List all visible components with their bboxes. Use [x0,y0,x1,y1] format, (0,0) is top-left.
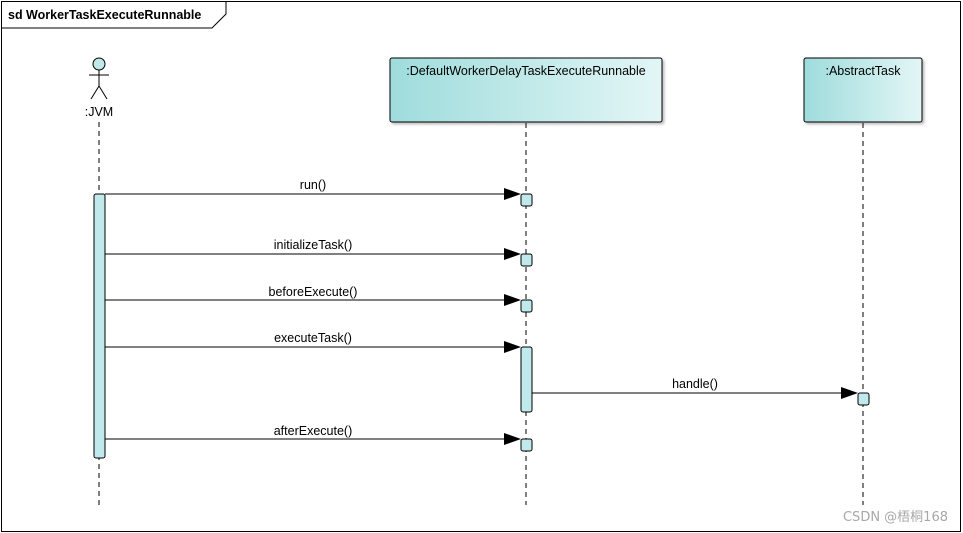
activation-handle [857,392,870,406]
activation-initialize [520,253,533,267]
activation-after [520,438,533,452]
actor-label: :JVM [85,105,113,119]
watermark: CSDN @梧桐168 [843,510,948,525]
message-label-execute-task: executeTask() [274,331,352,345]
lifeline-head-abstract[interactable]: :AbstractTask [803,57,923,123]
lifeline-label-abstract: :AbstractTask [825,64,901,78]
activation-before [520,299,533,313]
message-label-run: run() [300,178,326,192]
activation-execute [520,346,533,413]
message-label-initialize-task: initializeTask() [274,238,353,252]
message-handle[interactable]: handle() [532,377,858,399]
arrowhead-icon [504,341,521,353]
message-before-execute[interactable]: beforeExecute() [105,285,521,306]
frame-title: sd WorkerTaskExecuteRunnable [8,8,201,22]
arrowhead-icon [504,248,521,260]
lifeline-head-delay[interactable]: :DefaultWorkerDelayTaskExecuteRunnable [389,57,663,123]
activation-jvm [93,193,106,459]
message-after-execute[interactable]: afterExecute() [105,424,521,445]
actor-jvm[interactable] [89,57,109,100]
arrowhead-icon [504,294,521,306]
activation-run [520,193,533,207]
message-label-after-execute: afterExecute() [274,424,353,438]
arrowhead-icon [504,188,521,200]
message-initialize-task[interactable]: initializeTask() [105,238,521,260]
message-execute-task[interactable]: executeTask() [105,331,521,353]
lifeline-label-delay: :DefaultWorkerDelayTaskExecuteRunnable [406,64,646,78]
message-label-handle: handle() [672,377,718,391]
frame-title-tab [1,1,227,29]
arrowhead-icon [841,387,858,399]
message-run[interactable]: run() [105,178,521,200]
message-label-before-execute: beforeExecute() [269,285,358,299]
arrowhead-icon [504,433,521,445]
actor-head-icon [92,57,106,71]
